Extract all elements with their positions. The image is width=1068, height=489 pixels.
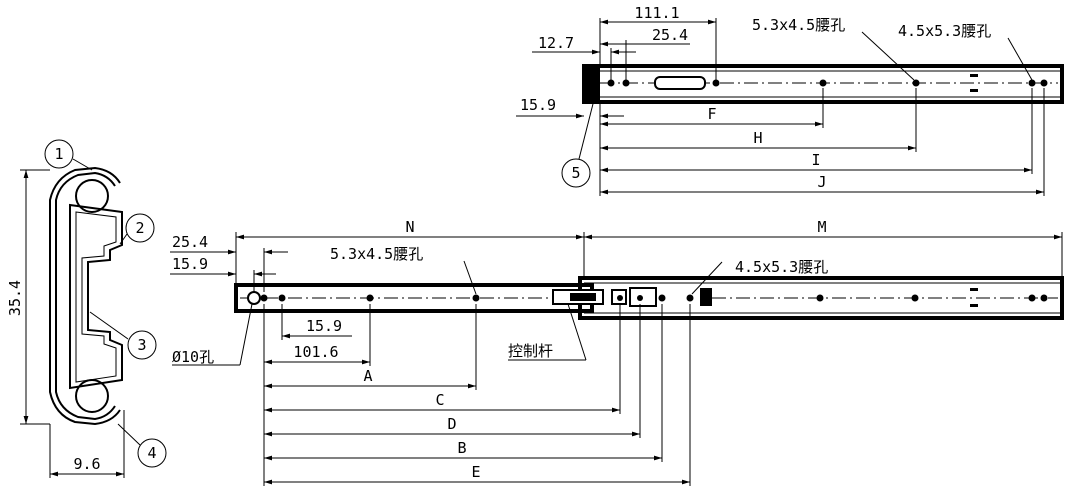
side-height-label: 35.4 <box>6 280 24 316</box>
main-hole-label: Ø10孔 <box>172 348 214 366</box>
side-view: 35.4 9.6 1 2 3 4 <box>6 139 167 478</box>
callout-5: 5 <box>561 91 597 188</box>
top-dim-I: I <box>811 151 820 169</box>
top-dim-J: J <box>817 173 826 191</box>
main-dim-E: E <box>471 463 480 481</box>
pivot-hole <box>247 291 261 305</box>
top-view: 111.1 25.4 12.7 15.9 5.3x4.5腰孔 4.5x5.3腰孔… <box>516 4 1064 196</box>
callout-1: 1 <box>44 139 93 171</box>
top-slot-label-a: 5.3x4.5腰孔 <box>752 16 845 34</box>
main-view: N M 25.4 15.9 5.3x4.5腰孔 4.5x5.3腰孔 15.9 1… <box>170 218 1064 486</box>
main-control-rod-label: 控制杆 <box>508 342 553 360</box>
callout-2: 2 <box>119 213 155 245</box>
main-slot-label-a: 5.3x4.5腰孔 <box>330 245 423 263</box>
main-dim-M: M <box>817 218 826 236</box>
side-width-label: 9.6 <box>73 455 100 473</box>
bottom-ball <box>75 379 109 413</box>
main-dim-B: B <box>457 439 466 457</box>
callout-5-label: 5 <box>571 164 580 182</box>
inner-member-inner-edge <box>75 211 117 383</box>
callout-1-label: 1 <box>54 145 63 163</box>
top-dim-F: F <box>707 105 716 123</box>
main-dim-25-4: 25.4 <box>172 233 208 251</box>
top-ball <box>75 179 109 213</box>
top-dim-H: H <box>753 129 762 147</box>
main-slot-label-b: 4.5x5.3腰孔 <box>735 258 828 276</box>
callout-3-label: 3 <box>137 336 146 354</box>
top-dim-111: 111.1 <box>634 4 679 22</box>
inner-member-profile <box>69 203 123 390</box>
top-dim-25-4: 25.4 <box>652 26 688 44</box>
top-slot-label-b: 4.5x5.3腰孔 <box>898 22 991 40</box>
main-dim-A: A <box>363 367 372 385</box>
main-dim-N: N <box>405 218 414 236</box>
callout-2-label: 2 <box>135 219 144 237</box>
main-dim-D: D <box>447 415 456 433</box>
main-dim-15-9-top: 15.9 <box>172 255 208 273</box>
outer-rail-inner-edge <box>55 171 116 421</box>
release-slot <box>654 76 706 90</box>
main-dim-15-9-bottom: 15.9 <box>306 317 342 335</box>
callout-3: 3 <box>89 311 157 360</box>
callout-4-label: 4 <box>147 444 156 462</box>
main-dim-C: C <box>435 391 444 409</box>
outer-rail-profile <box>49 166 121 426</box>
main-dim-101-6: 101.6 <box>293 343 338 361</box>
closed-rail-end-block <box>584 66 600 102</box>
top-dim-12-7: 12.7 <box>538 34 574 52</box>
callout-4: 4 <box>117 423 167 468</box>
top-dim-15-9: 15.9 <box>520 96 556 114</box>
